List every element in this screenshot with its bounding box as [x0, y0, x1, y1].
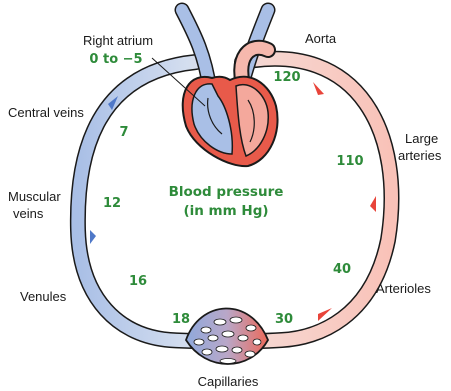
- label-capillaries: Capillaries: [198, 374, 259, 389]
- label-muscular-veins-line2: veins: [13, 206, 44, 221]
- arrow-large-arteries-icon: [370, 196, 376, 212]
- value-muscular-veins: 12: [103, 196, 121, 211]
- label-right-atrium: Right atrium: [83, 33, 153, 48]
- label-venules: Venules: [20, 289, 67, 304]
- capillary-bed: [186, 308, 268, 364]
- value-large-arteries: 110: [336, 154, 363, 169]
- value-right-atrium: 0 to −5: [89, 52, 142, 67]
- value-arterioles: 40: [333, 262, 351, 277]
- label-large-arteries-line1: Large: [405, 131, 438, 146]
- value-aorta: 120: [273, 70, 300, 85]
- value-central-veins: 7: [119, 125, 128, 140]
- label-arterioles: Arterioles: [376, 281, 431, 296]
- label-muscular-veins-line1: Muscular: [8, 189, 61, 204]
- value-capillaries-venous: 18: [172, 312, 190, 327]
- label-large-arteries-line2: arteries: [398, 148, 442, 163]
- label-aorta: Aorta: [305, 31, 337, 46]
- heart: [183, 77, 278, 166]
- value-venules: 16: [129, 274, 147, 289]
- value-capillaries-arterial: 30: [275, 312, 293, 327]
- label-central-veins: Central veins: [8, 105, 84, 120]
- center-title-line1: Blood pressure: [169, 184, 284, 200]
- center-title-line2: (in mm Hg): [183, 203, 268, 219]
- arrow-venules-icon: [90, 230, 96, 244]
- arrow-aorta-icon: [313, 82, 324, 95]
